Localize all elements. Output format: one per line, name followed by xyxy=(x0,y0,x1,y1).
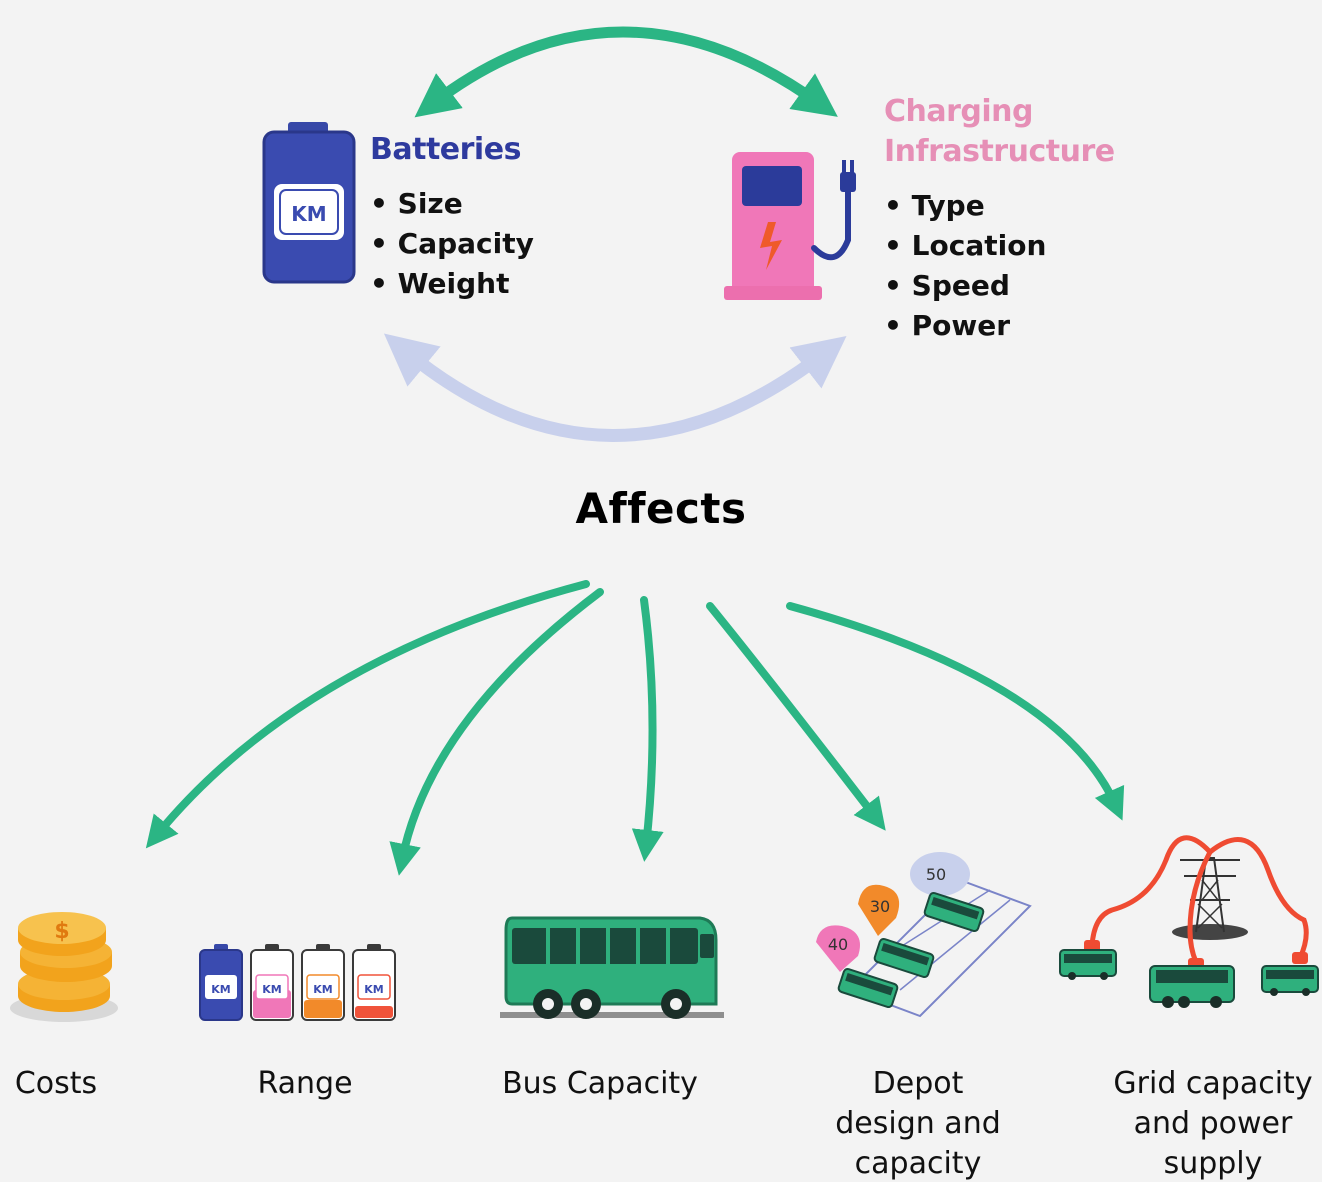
arrow-to-grid xyxy=(786,602,1125,821)
cycle-arrow-top xyxy=(414,26,838,118)
charging-title-line2: Infrastructure xyxy=(884,134,1115,169)
svg-text:KM: KM xyxy=(291,202,326,226)
batteries-item: Capacity xyxy=(370,224,534,264)
svg-text:KM: KM xyxy=(211,983,230,996)
svg-text:40: 40 xyxy=(828,935,848,954)
outcome-label-range: Range xyxy=(257,1066,353,1101)
svg-text:50: 50 xyxy=(926,865,946,884)
cycle-arrow-bottom xyxy=(383,333,847,442)
svg-text:$: $ xyxy=(54,919,69,944)
batteries-item: Size xyxy=(370,184,534,224)
range-battery-pink: KM xyxy=(250,944,294,1021)
batteries-list: Size Capacity Weight xyxy=(370,184,534,304)
arrow-to-range xyxy=(389,588,604,876)
range-battery-orange: KM xyxy=(301,944,345,1021)
arrow-to-costs xyxy=(145,580,590,849)
outcome-label-costs: Costs xyxy=(14,1066,98,1101)
svg-text:KM: KM xyxy=(262,983,281,996)
batteries-item: Weight xyxy=(370,264,534,304)
range-battery-low: KM xyxy=(352,944,396,1021)
charging-list: Type Location Speed Power xyxy=(884,186,1047,346)
arrow-to-bus-capacity xyxy=(631,596,664,862)
affects-label: Affects xyxy=(575,484,747,533)
charging-item: Location xyxy=(884,226,1047,266)
outcome-label-bus-capacity: Bus Capacity xyxy=(502,1066,698,1101)
charging-title-line1: Charging xyxy=(884,94,1034,129)
outcome-label-depot: Depot design and capacity xyxy=(835,1066,1001,1181)
outcome-label-grid: Grid capacity and power supply xyxy=(1113,1066,1313,1181)
batteries-title: Batteries xyxy=(370,132,521,167)
svg-text:KM: KM xyxy=(364,983,383,996)
charging-item: Power xyxy=(884,306,1046,346)
charging-item: Type xyxy=(884,186,1046,226)
arrow-to-depot xyxy=(706,602,886,831)
range-battery-full: KM xyxy=(199,944,243,1021)
svg-text:30: 30 xyxy=(870,897,890,916)
charging-item: Speed xyxy=(884,266,1046,306)
svg-text:KM: KM xyxy=(313,983,332,996)
